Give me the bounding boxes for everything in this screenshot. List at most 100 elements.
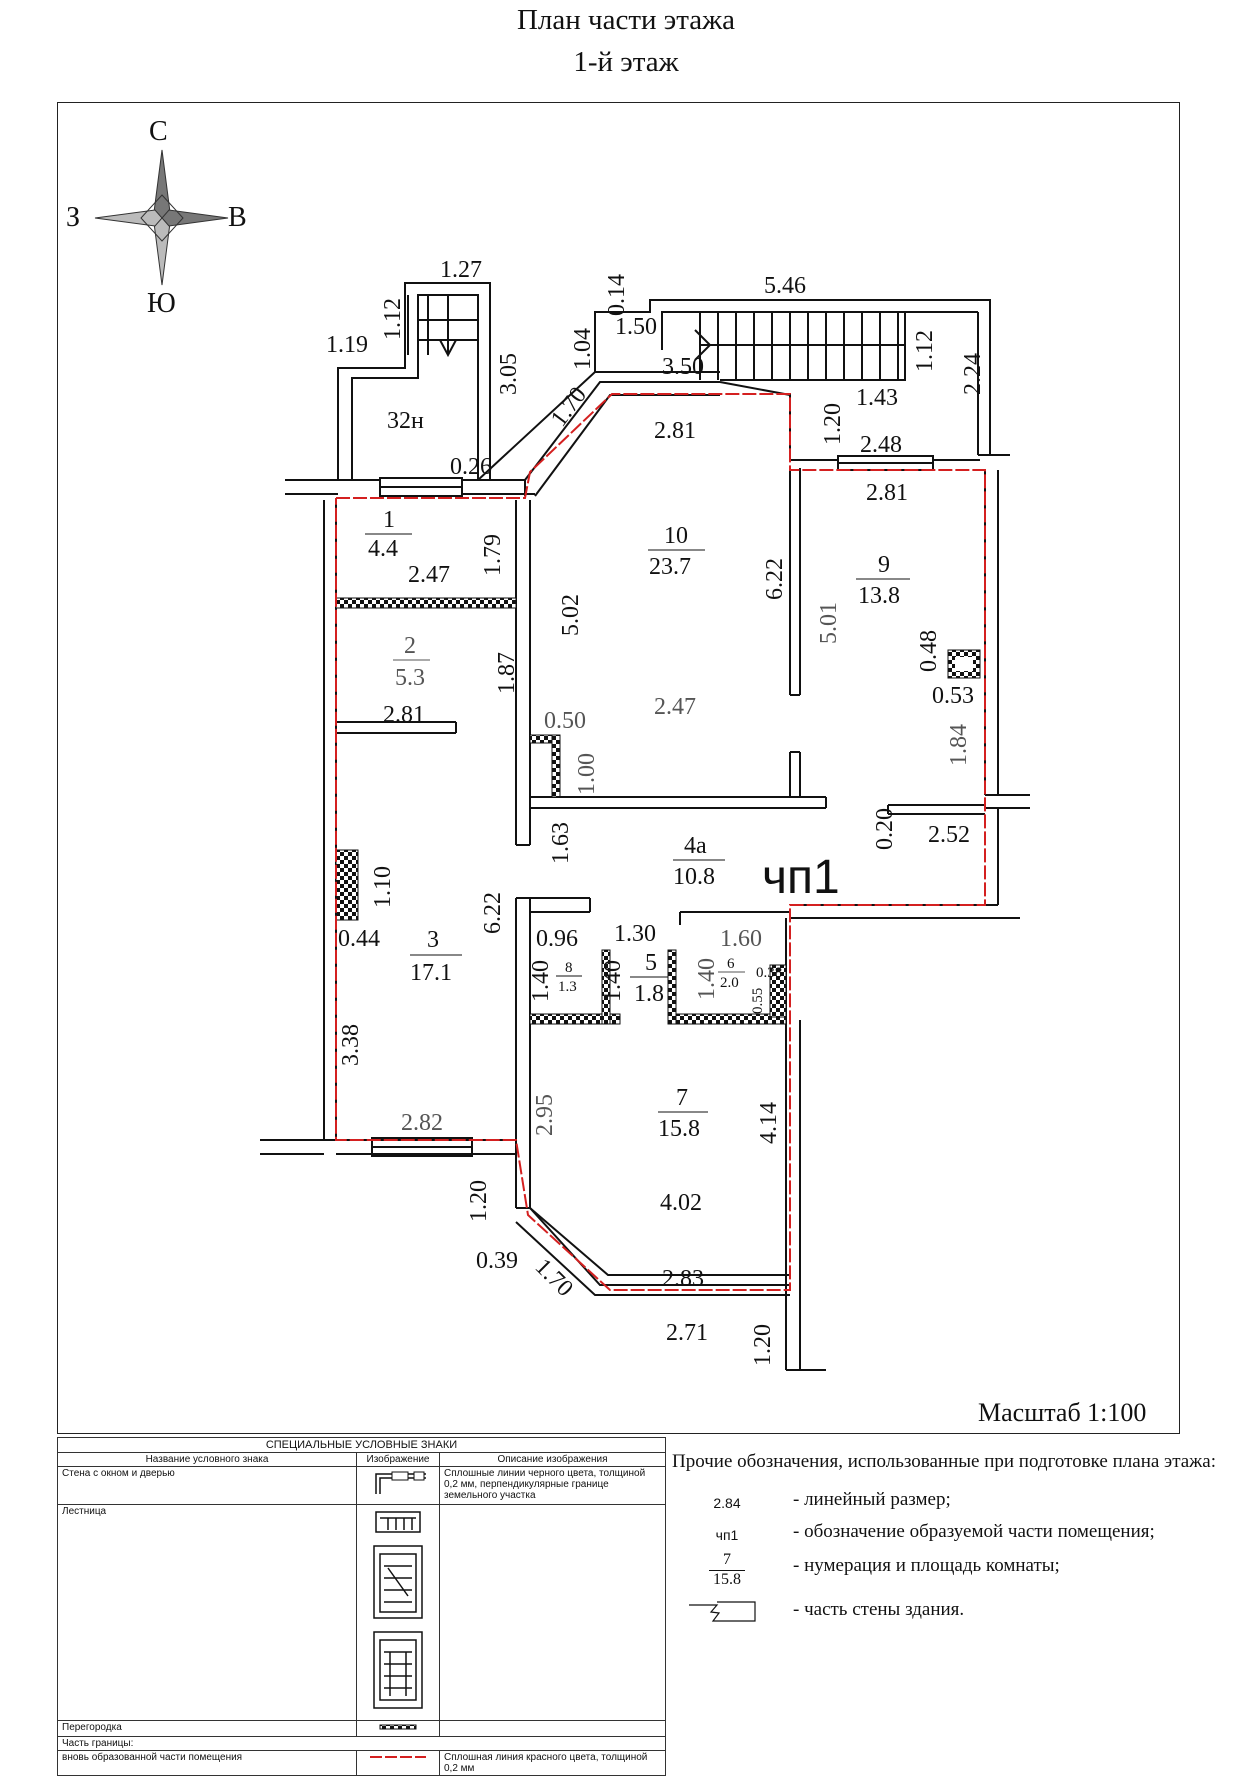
room-2-area: 5.3 — [395, 665, 425, 691]
dim-label: 5.46 — [764, 273, 806, 299]
dim-label: 0.39 — [476, 1248, 518, 1274]
dim-label: 6.22 — [480, 892, 506, 934]
note-item: 2.84 - линейный размер; — [672, 1487, 1252, 1517]
part-label: чп1 — [762, 851, 840, 904]
dim-label: 1.43 — [856, 385, 898, 411]
dim-label: 1.40 — [528, 960, 554, 1002]
dim-label: 1.04 — [570, 328, 596, 370]
legend-header-image: Изображение — [356, 1452, 440, 1467]
dim-label: 1.40 — [694, 958, 720, 1000]
dim-label: 1.19 — [326, 332, 368, 358]
dim-label: 1.63 — [548, 822, 574, 864]
walls — [260, 282, 1030, 1371]
note-symbol-part: чп1 — [715, 1527, 739, 1543]
dim-label: 3.05 — [496, 353, 522, 395]
dim-label: 1.60 — [720, 926, 762, 952]
legend-partition-name: Перегородка — [57, 1720, 357, 1737]
dim-label: 5.02 — [558, 594, 584, 636]
compass-west: З — [66, 202, 80, 233]
dim-label: 0.50 — [544, 708, 586, 734]
room-2-number: 2 — [404, 633, 416, 659]
dim-label: 0.44 — [338, 926, 380, 952]
room-labels: 32н 1 4.4 2 5.3 10 23.7 9 13.8 4а 10.8 3… — [365, 408, 910, 1142]
dim-label: 0.14 — [604, 274, 630, 316]
note-text: - обозначение образуемой части помещения… — [793, 1521, 1155, 1542]
dim-label: 1.30 — [614, 921, 656, 947]
room-4a-area: 10.8 — [673, 864, 715, 890]
dim-label: 3.50 — [662, 354, 704, 380]
room-10-number: 10 — [664, 523, 688, 549]
note-text: - часть стены здания. — [793, 1599, 965, 1620]
room-5-area: 1.8 — [634, 981, 664, 1007]
notes-heading: Прочие обозначения, использованные при п… — [672, 1451, 1217, 1472]
legend-wall-name: Стена с окном и дверью — [57, 1466, 357, 1505]
dim-label: 0.96 — [536, 926, 578, 952]
dim-label: 1.40 — [600, 960, 626, 1002]
scale-label: Масштаб 1:100 — [978, 1398, 1147, 1427]
dim-label: 1.20 — [750, 1324, 776, 1366]
stairs-symbol-icon — [356, 1504, 440, 1721]
dim-label: 1.00 — [574, 753, 600, 795]
dim-label: 1.79 — [480, 534, 506, 576]
legend-stairs-desc — [439, 1504, 666, 1721]
dim-label: 1.12 — [912, 330, 938, 372]
dim-label: 2.47 — [408, 562, 450, 588]
compass-south: Ю — [147, 288, 176, 319]
room-9-area: 13.8 — [858, 583, 900, 609]
note-text: - нумерация и площадь комнаты; — [793, 1555, 1060, 1576]
wall-part-icon — [672, 1599, 782, 1628]
dim-label: 0.48 — [916, 630, 942, 672]
dim-label: 1.84 — [946, 724, 972, 766]
room-32n-number: 32н — [387, 408, 424, 434]
dim-label: 2.81 — [654, 418, 696, 444]
legend-header-name: Название условного знака — [57, 1452, 357, 1467]
dim-label: 2.24 — [960, 353, 986, 395]
room-1-area: 4.4 — [368, 536, 398, 562]
dim-label: 2.95 — [532, 1094, 558, 1136]
note-item: чп1 - обозначение образуемой части помещ… — [672, 1519, 1252, 1549]
room-3-area: 17.1 — [410, 960, 452, 986]
plan-title: План части этажа — [516, 4, 736, 36]
dim-label: 0.55 — [750, 988, 766, 1014]
dim-label: 2.81 — [383, 702, 425, 728]
compass-icon: С Ю З В — [66, 116, 247, 319]
floor-plan: С Ю З В — [66, 116, 1030, 1371]
legend-table: СПЕЦИАЛЬНЫЕ УСЛОВНЫЕ ЗНАКИ Название усло… — [57, 1437, 666, 1776]
dim-label: 2.82 — [401, 1110, 443, 1136]
dim-label: 1.27 — [440, 257, 482, 283]
dim-label: 0.53 — [932, 683, 974, 709]
legend-stairs-name: Лестница — [57, 1504, 357, 1721]
dim-label: 1.12 — [380, 298, 406, 340]
dim-label: 2.47 — [654, 694, 696, 720]
partition-symbol-icon — [356, 1720, 440, 1737]
dim-label: 1.20 — [466, 1180, 492, 1222]
note-symbol-dimension: 2.84 — [713, 1495, 741, 1511]
red-boundary-line-icon — [356, 1750, 440, 1776]
room-5-number: 5 — [645, 950, 657, 976]
note-item: - часть стены здания. — [672, 1597, 1252, 1627]
wall-symbol-icon — [356, 1466, 440, 1505]
new-part-boundary — [335, 393, 986, 1291]
partitions — [335, 597, 981, 1025]
dim-label: 1.20 — [820, 403, 846, 445]
room-6-number: 6 — [727, 956, 735, 972]
dim-label: 1.70 — [530, 1254, 578, 1302]
dim-label: 1.10 — [370, 866, 396, 908]
room-8-number: 8 — [565, 960, 573, 976]
room-10-area: 23.7 — [649, 554, 691, 580]
dimensions: 1.27 1.12 1.19 3.05 0.14 1.04 1.50 5.46 … — [326, 257, 986, 1366]
dim-label: 6.22 — [762, 558, 788, 600]
dim-label: 4.14 — [756, 1102, 782, 1144]
legend-newpart-desc: Сплошная линия красного цвета, толщиной … — [439, 1750, 666, 1776]
dim-label: 5.01 — [816, 602, 842, 644]
room-4a-number: 4а — [684, 833, 707, 859]
legend-title: СПЕЦИАЛЬНЫЕ УСЛОВНЫЕ ЗНАКИ — [57, 1437, 666, 1453]
dim-label: 2.48 — [860, 432, 902, 458]
room-7-number: 7 — [676, 1085, 688, 1111]
room-6-area: 2.0 — [720, 975, 739, 991]
compass-north: С — [149, 116, 168, 147]
dim-label: 1.50 — [615, 314, 657, 340]
dim-label: 0.26 — [450, 454, 492, 480]
legend-wall-desc: Сплошные линии черного цвета, толщиной 0… — [439, 1466, 666, 1505]
legend-newpart-name: вновь образованной части помещения — [57, 1750, 357, 1776]
